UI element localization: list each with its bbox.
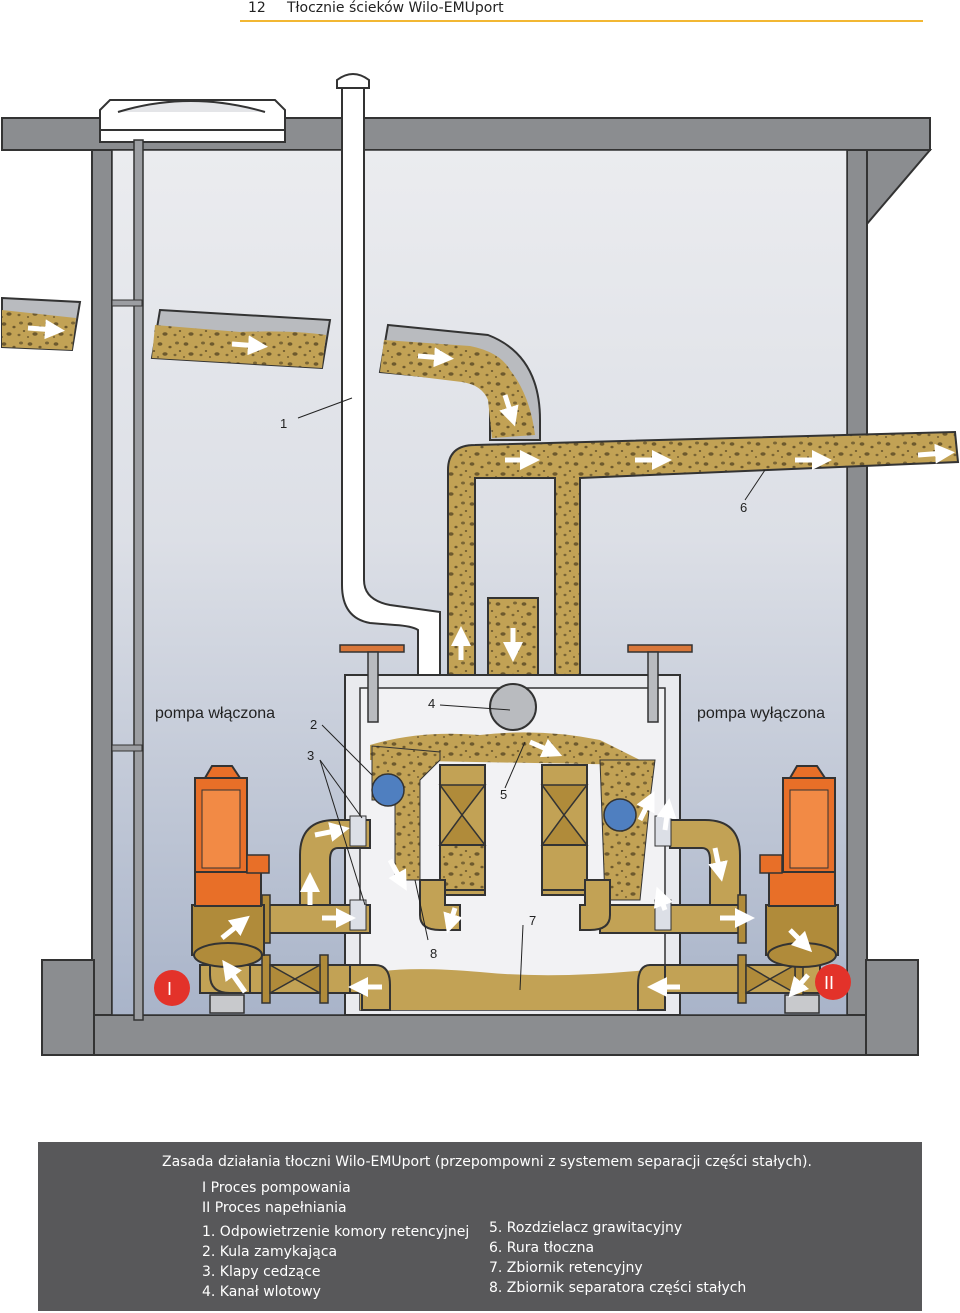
- leader-lines: [297, 397, 766, 991]
- page-title: Tłocznie ścieków Wilo-EMUport: [287, 0, 504, 16]
- label-2: 2: [310, 717, 317, 732]
- label-pump-off: pompa wyłączona: [697, 705, 825, 722]
- left-pipework: [199, 815, 461, 1011]
- legend-left-3: 3. Klapy cedzące: [202, 1264, 321, 1280]
- label-4: 4: [428, 696, 435, 711]
- label-6: 6: [740, 500, 747, 515]
- marker-label-2: II: [824, 973, 834, 993]
- vent-pipe: [336, 73, 441, 721]
- gravity-distributor: [438, 683, 589, 896]
- page-header: 12 Tłocznie ścieków Wilo-EMUport: [0, 0, 960, 32]
- access-ladder: [111, 139, 144, 1021]
- caption-box: Zasada działania tłoczni Wilo-EMUport (p…: [38, 1142, 922, 1311]
- retention-tank: [344, 674, 681, 1016]
- flow-arrows: [27, 319, 955, 998]
- caption-process-1: I Proces pompowania: [202, 1180, 351, 1196]
- closing-ball-left: [371, 773, 405, 807]
- legend-right-7: 7. Zbiornik retencyjny: [489, 1260, 643, 1276]
- valve-handwheels: [339, 644, 693, 723]
- label-8: 8: [430, 946, 437, 961]
- label-7: 7: [529, 913, 536, 928]
- legend-right-6: 6. Rura tłoczna: [489, 1240, 595, 1256]
- marker-label-1: I: [167, 979, 172, 999]
- label-5: 5: [500, 787, 507, 802]
- label-pump-on: pompa włączona: [155, 705, 275, 722]
- caption-title: Zasada działania tłoczni Wilo-EMUport (p…: [162, 1154, 812, 1170]
- legend-right-5: 5. Rozdzielacz grawitacyjny: [489, 1220, 683, 1236]
- legend-left-4: 4. Kanał wlotowy: [202, 1284, 321, 1300]
- label-1: 1: [280, 416, 287, 431]
- header-rule: [240, 20, 923, 22]
- label-3: 3: [307, 748, 314, 763]
- pump-left: [191, 765, 270, 1014]
- caption-process-2: II Proces napełniania: [202, 1200, 347, 1216]
- process-2-marker: [815, 964, 851, 1000]
- process-1-marker: [154, 970, 190, 1006]
- manhole-cover: [99, 99, 286, 143]
- legend-right-8: 8. Zbiornik separatora części stałych: [489, 1280, 747, 1296]
- pump-right: [759, 765, 839, 1014]
- legend-left-2: 2. Kula zamykająca: [202, 1244, 338, 1260]
- pumping-station-diagram: pompa włączona pompa wyłączona 1 2 3 4 5…: [1, 73, 960, 1056]
- legend-left-1: 1. Odpowietrzenie komory retencyjnej: [202, 1224, 470, 1240]
- closing-ball-right: [603, 798, 637, 832]
- page-number: 12: [248, 0, 266, 16]
